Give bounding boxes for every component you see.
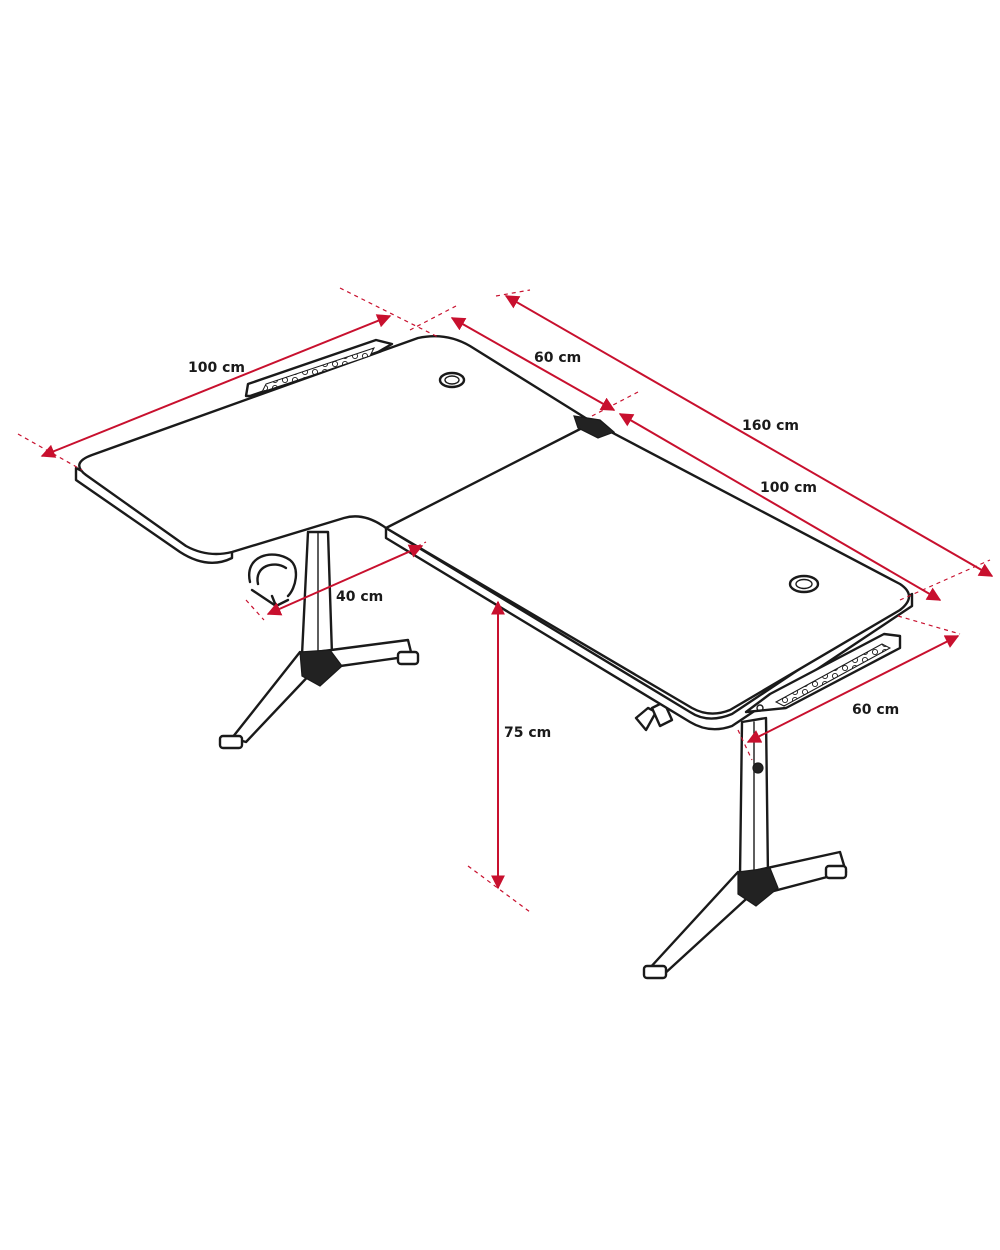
dimension-lines xyxy=(40,295,994,890)
leg-logo-icon xyxy=(752,762,764,774)
dim-line-inner-depth xyxy=(266,544,424,616)
desk-top xyxy=(74,335,914,731)
label-left-depth: 100 cm xyxy=(188,360,245,376)
label-height: 75 cm xyxy=(504,725,551,741)
label-right-depth: 60 cm xyxy=(852,702,899,718)
left-leg xyxy=(218,530,420,750)
left-cable-grommet-icon xyxy=(438,371,466,389)
label-right-width: 100 cm xyxy=(760,480,817,496)
headphone-hook xyxy=(248,553,298,608)
dimension-labels: 100 cm 60 cm 160 cm 100 cm 40 cm 75 cm 6… xyxy=(188,350,899,741)
dim-line-right-width xyxy=(618,413,942,601)
label-inner-depth: 40 cm xyxy=(336,589,383,605)
dim-line-right-depth xyxy=(746,635,960,743)
right-leg xyxy=(642,716,848,980)
dim-line-left-depth xyxy=(40,314,392,458)
label-total-width: 160 cm xyxy=(742,418,799,434)
right-cable-grommet-icon xyxy=(788,574,820,594)
label-top-depth: 60 cm xyxy=(534,350,581,366)
